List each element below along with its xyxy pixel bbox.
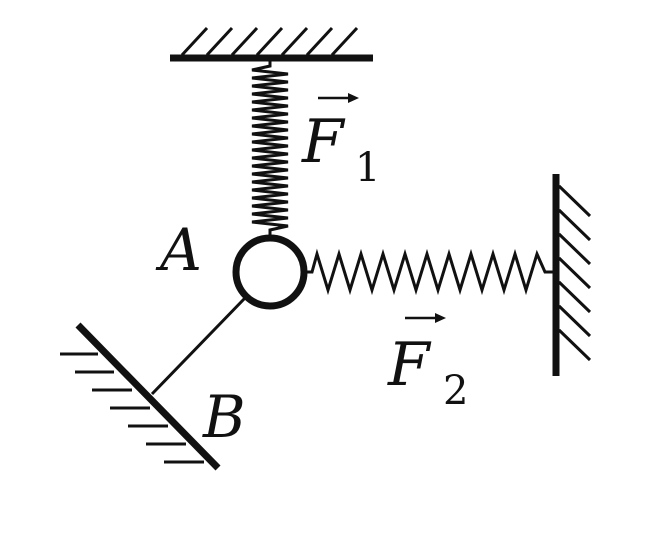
vector-arrow-icon [405, 313, 446, 323]
ring-a [232, 234, 308, 310]
rod-ab [150, 296, 247, 396]
label-a: A [155, 216, 202, 284]
vector-arrow-icon [318, 93, 359, 103]
force-f1-label: F 1 [301, 93, 380, 191]
right-wall-hatching [557, 184, 592, 362]
horizontal-spring [305, 248, 553, 296]
right-wall [552, 174, 592, 376]
ceiling-hatching [180, 26, 359, 57]
force-f1-symbol: F [301, 107, 346, 177]
force-f2-subscript: 2 [443, 368, 468, 414]
inclined-wall [60, 322, 221, 471]
force-f2-symbol: F [387, 330, 432, 400]
force-f2-label: F 2 [387, 313, 468, 414]
vertical-spring [251, 61, 289, 235]
ceiling-wall [170, 26, 373, 62]
inclined-wall-hatching [60, 352, 204, 464]
label-b: B [202, 383, 246, 451]
inclined-wall-line [75, 322, 221, 471]
force-f1-subscript: 1 [355, 145, 380, 191]
